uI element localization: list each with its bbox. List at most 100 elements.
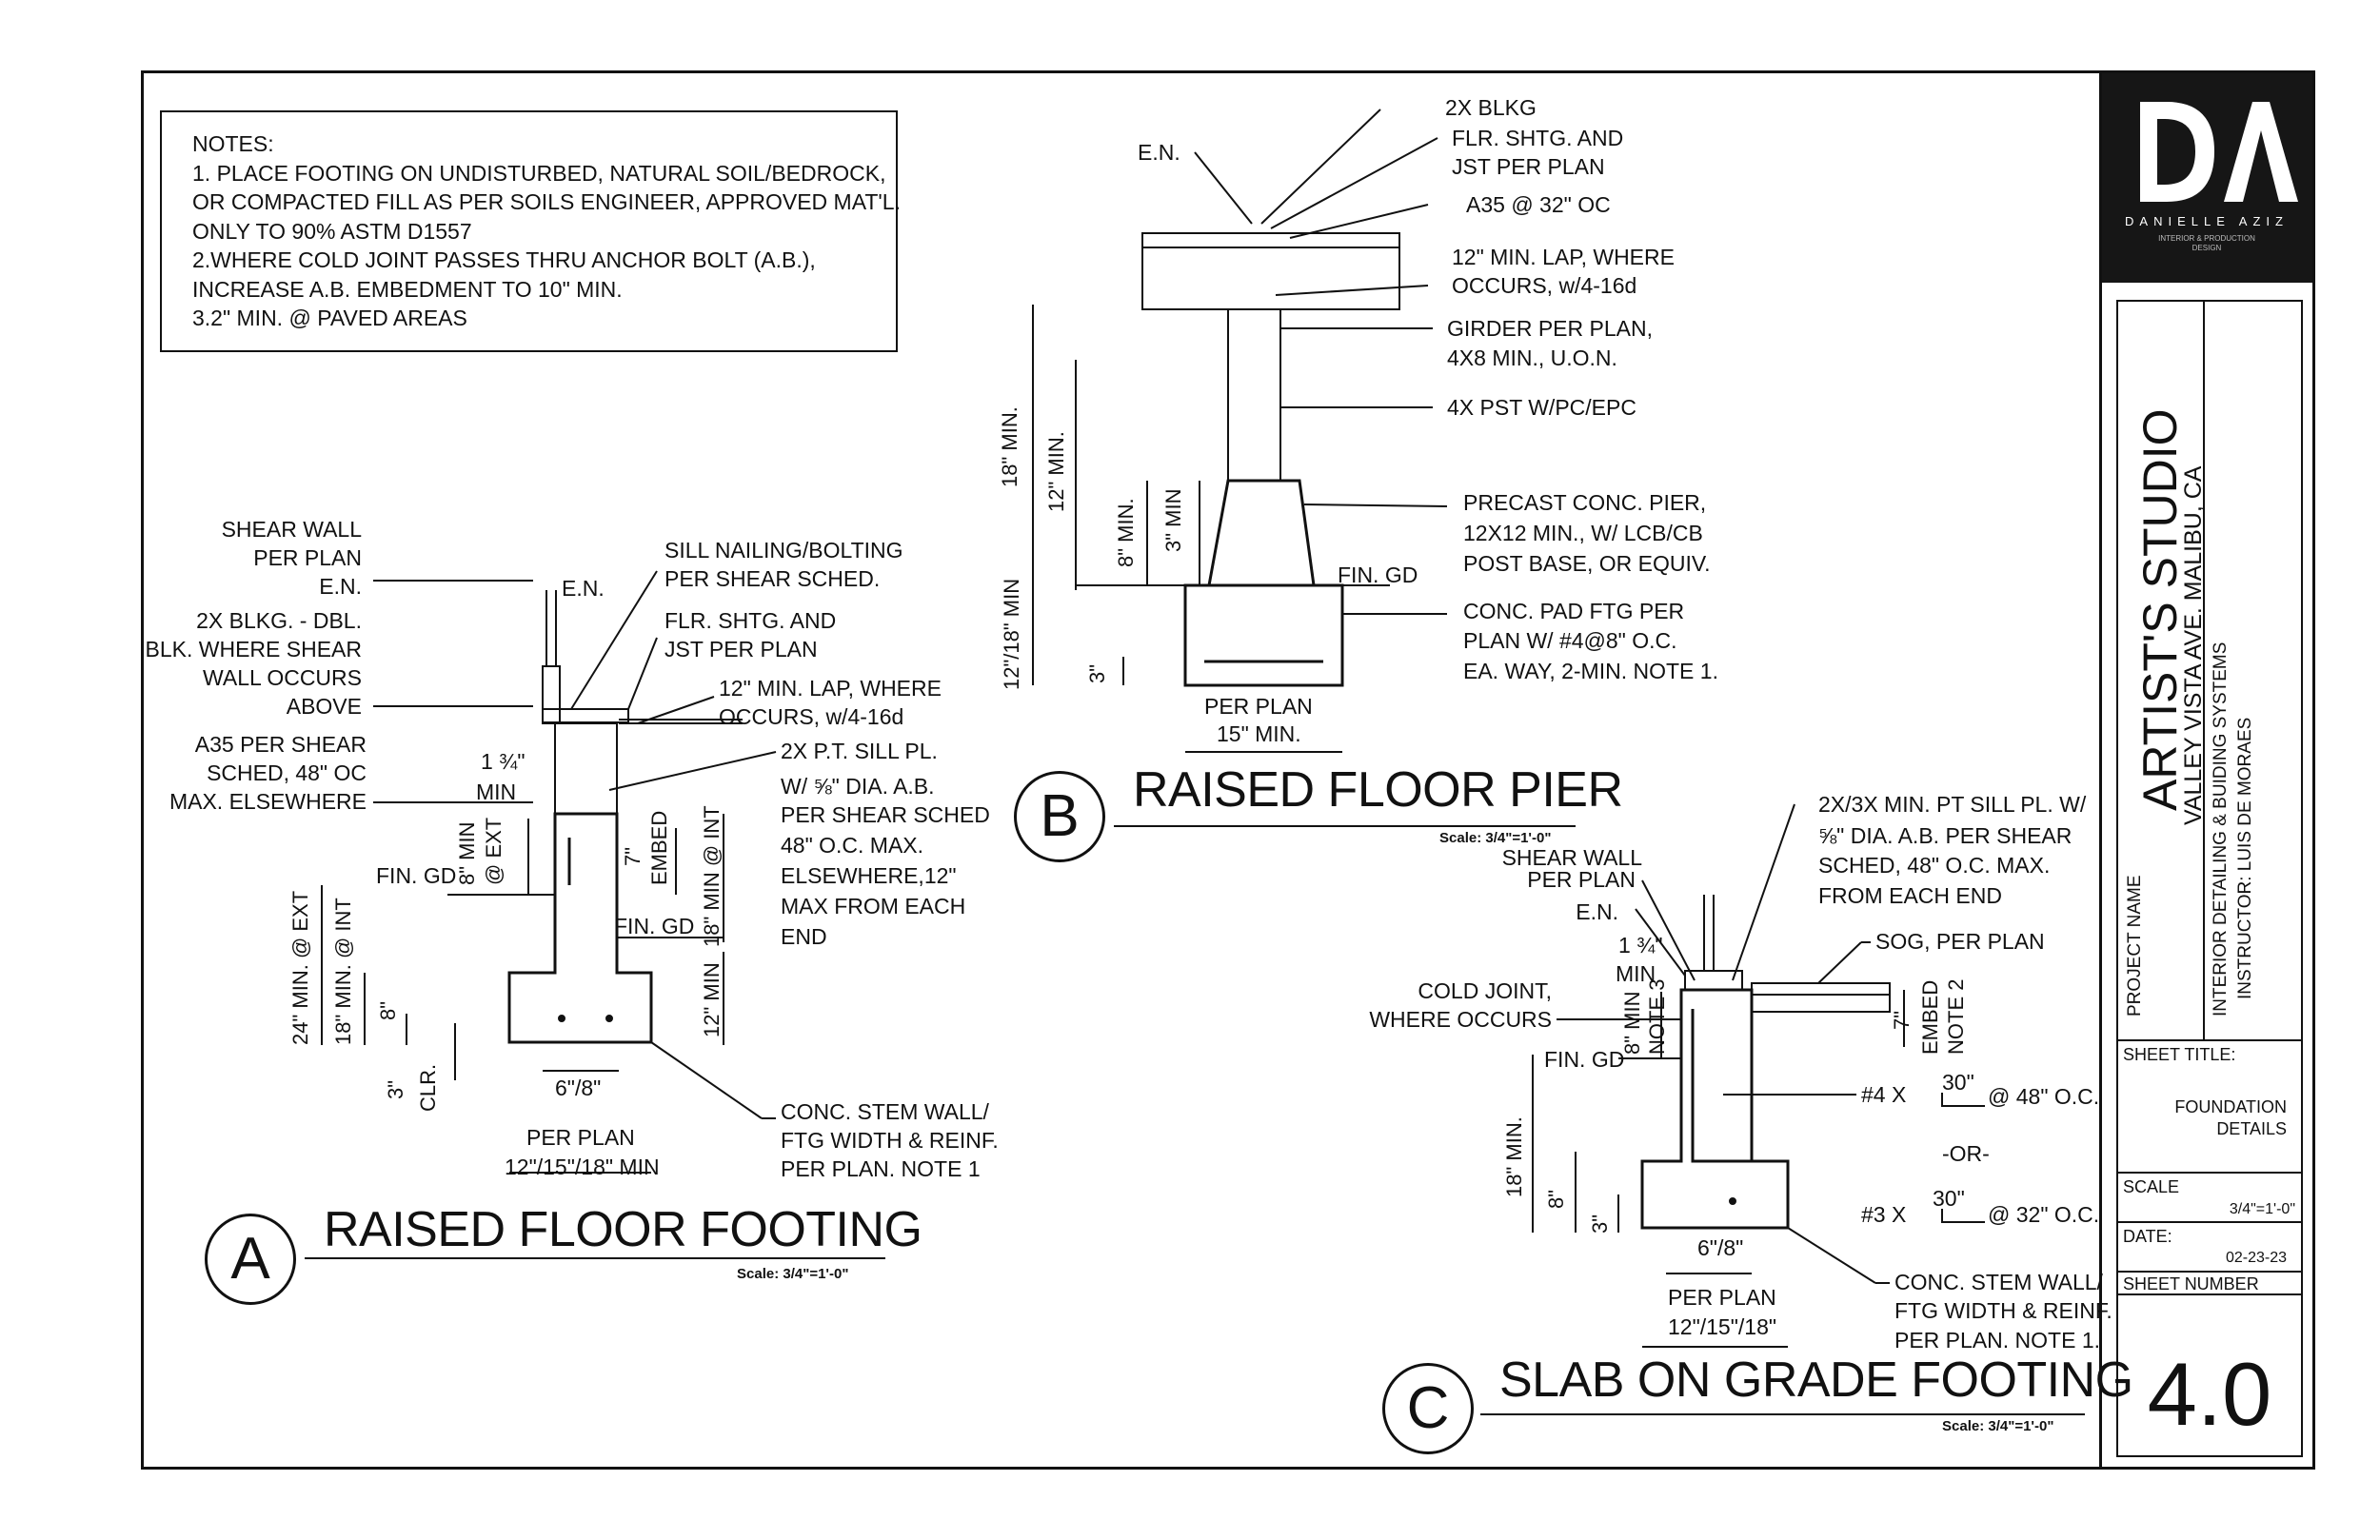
c-stem-1: CONC. STEM WALL/: [1894, 1270, 2103, 1294]
a-dim-12: 12" MIN: [700, 962, 724, 1037]
c-cold-1: COLD JOINT,: [1418, 978, 1552, 1003]
b-pst: 4X PST W/PC/EPC: [1447, 395, 1636, 420]
c-min-134: 1 ¾": [1618, 933, 1663, 958]
b-min-15: 15" MIN.: [1217, 721, 1301, 746]
a-dim-clr: CLR.: [416, 1063, 440, 1112]
sheet-number-label: SHEET NUMBER: [2123, 1274, 2259, 1293]
a-en-top: E.N.: [562, 576, 605, 601]
a-pt-4: 48" O.C. MAX.: [781, 833, 924, 858]
b-fin-gd: FIN. GD: [1338, 563, 1418, 587]
c-dim-note3: NOTE 3: [1645, 978, 1669, 1055]
a-stem-2: FTG WIDTH & REINF.: [781, 1128, 999, 1153]
a-detail-scale: Scale: 3/4"=1'-0": [737, 1266, 849, 1282]
a-fin-gd-left: FIN. GD: [376, 863, 457, 888]
a-dim-8ext-2: @ EXT: [482, 817, 506, 885]
a-dim-embed: EMBED: [647, 810, 671, 885]
c-sog: SOG, PER PLAN: [1875, 929, 2045, 954]
a-min-134: 1 ¾": [481, 749, 526, 774]
a-dim-8ext-1: 8" MIN: [455, 821, 479, 885]
c-detail-bubble: C: [1382, 1363, 1474, 1454]
c-dim-7: 7": [1890, 1010, 1914, 1030]
c-min-word: MIN: [1616, 961, 1656, 986]
b-dim-8: 8" MIN.: [1114, 498, 1138, 567]
a-blkg-4: ABOVE: [286, 694, 362, 719]
note-line: OR COMPACTED FILL AS PER SOILS ENGINEER,…: [192, 189, 901, 214]
logo-mark-icon: DANIELLE AZIZ INTERIOR & PRODUCTION DESI…: [2125, 102, 2298, 252]
b-dim-3: 3": [1085, 663, 1109, 683]
b-pad-3: EA. WAY, 2-MIN. NOTE 1.: [1463, 659, 1718, 683]
c-bar4: #4 X: [1861, 1082, 1907, 1107]
title-block: [2099, 73, 2312, 1467]
a-shear-wall-2: PER PLAN: [253, 545, 362, 570]
a-widths: 12"/15"/18" MIN: [505, 1155, 660, 1179]
b-flr-2: JST PER PLAN: [1452, 154, 1605, 179]
a-a35-1: A35 PER SHEAR: [194, 732, 367, 757]
b-detail-title: RAISED FLOOR PIER: [1133, 762, 1623, 818]
a-stem-1: CONC. STEM WALL/: [781, 1099, 989, 1124]
c-bar3: #3 X: [1861, 1202, 1907, 1227]
b-pad-1: CONC. PAD FTG PER: [1463, 599, 1685, 623]
a-dim-3: 3": [384, 1079, 407, 1099]
detail-a-drawing: [321, 570, 777, 1174]
sheet-title-line-2: DETAILS: [2216, 1119, 2287, 1138]
title-block-panel: [2116, 300, 2303, 1457]
svg-text:DESIGN: DESIGN: [2192, 244, 2222, 252]
c-dim-18: 18" MIN.: [1502, 1116, 1526, 1197]
note-line: 2.WHERE COLD JOINT PASSES THRU ANCHOR BO…: [192, 247, 816, 272]
c-cold-2: WHERE OCCURS: [1369, 1007, 1552, 1032]
a-pt-6: MAX FROM EACH: [781, 894, 966, 918]
sheet-border: [141, 70, 2315, 1470]
a-sill-2: PER SHEAR SCHED.: [664, 566, 881, 591]
c-en: E.N.: [1576, 899, 1618, 924]
c-dim-8min: 8" MIN: [1620, 991, 1644, 1055]
c-stem-2: FTG WIDTH & REINF.: [1894, 1298, 2112, 1323]
c-sill-3: SCHED, 48" O.C. MAX.: [1818, 853, 2051, 878]
c-dim-3: 3": [1588, 1214, 1612, 1234]
b-dim-12: 12" MIN.: [1044, 431, 1068, 512]
b-girder-1: GIRDER PER PLAN,: [1447, 316, 1653, 341]
a-fin-gd-right: FIN. GD: [614, 914, 695, 938]
a-lap-2: OCCURS, w/4-16d: [719, 704, 904, 729]
a-pt-7: END: [781, 924, 827, 949]
a-dim-7: 7": [621, 846, 645, 866]
c-stem-3: PER PLAN. NOTE 1.: [1894, 1328, 2101, 1352]
c-per-plan: PER PLAN: [1668, 1285, 1776, 1310]
c-bar3-spacing: @ 32" O.C.: [1988, 1202, 2100, 1227]
b-lap-2: OCCURS, w/4-16d: [1452, 273, 1637, 298]
a-pt-5: ELSEWHERE,12": [781, 863, 957, 888]
sheet-title-line-1: FOUNDATION: [2174, 1097, 2287, 1116]
c-sill-4: FROM EACH END: [1818, 883, 2002, 908]
c-widths: 12"/15"/18": [1668, 1314, 1777, 1339]
general-notes: NOTES: 1. PLACE FOOTING ON UNDISTURBED, …: [160, 110, 901, 352]
b-a35: A35 @ 32" OC: [1466, 192, 1611, 217]
a-dim-18int: 18" MIN @ INT: [700, 805, 724, 947]
c-sill-2: ⅝" DIA. A.B. PER SHEAR: [1818, 823, 2073, 848]
note-line: INCREASE A.B. EMBEDMENT TO 10" MIN.: [192, 276, 623, 302]
a-shear-wall-1: SHEAR WALL: [221, 517, 362, 542]
date-value: 02-23-23: [2225, 1250, 2287, 1266]
sheet-number: 4.0: [2147, 1344, 2272, 1444]
a-sill-1: SILL NAILING/BOLTING: [664, 538, 903, 563]
note-line: 1. PLACE FOOTING ON UNDISTURBED, NATURAL…: [192, 160, 886, 186]
a-dim-8: 8": [376, 1000, 400, 1020]
date-label: DATE:: [2123, 1227, 2172, 1246]
c-sill-1: 2X/3X MIN. PT SILL PL. W/: [1818, 792, 2087, 817]
detail-b-drawing: [1032, 109, 1448, 753]
b-pad-2: PLAN W/ #4@8" O.C.: [1463, 628, 1677, 653]
a-blkg-1: 2X BLKG. - DBL.: [196, 608, 362, 633]
c-width-68: 6"/8": [1697, 1235, 1744, 1260]
a-a35-2: SCHED, 48" OC: [207, 760, 367, 785]
a-lap-1: 12" MIN. LAP, WHERE: [719, 676, 942, 701]
b-dim-1218: 12"/18" MIN: [1000, 578, 1023, 690]
a-dim-18: 18" MIN. @ INT: [331, 898, 355, 1045]
c-shear-1: SHEAR WALL: [1501, 845, 1642, 870]
c-dim-embed: EMBED: [1918, 979, 1942, 1055]
c-detail-scale: Scale: 3/4"=1'-0": [1942, 1418, 2054, 1434]
b-detail-bubble: B: [1014, 771, 1105, 862]
b-girder-2: 4X8 MIN., U.O.N.: [1447, 346, 1617, 370]
c-bar4-spacing: @ 48" O.C.: [1988, 1084, 2100, 1109]
b-en: E.N.: [1138, 140, 1180, 165]
detail-c-drawing: [1532, 803, 1985, 1348]
